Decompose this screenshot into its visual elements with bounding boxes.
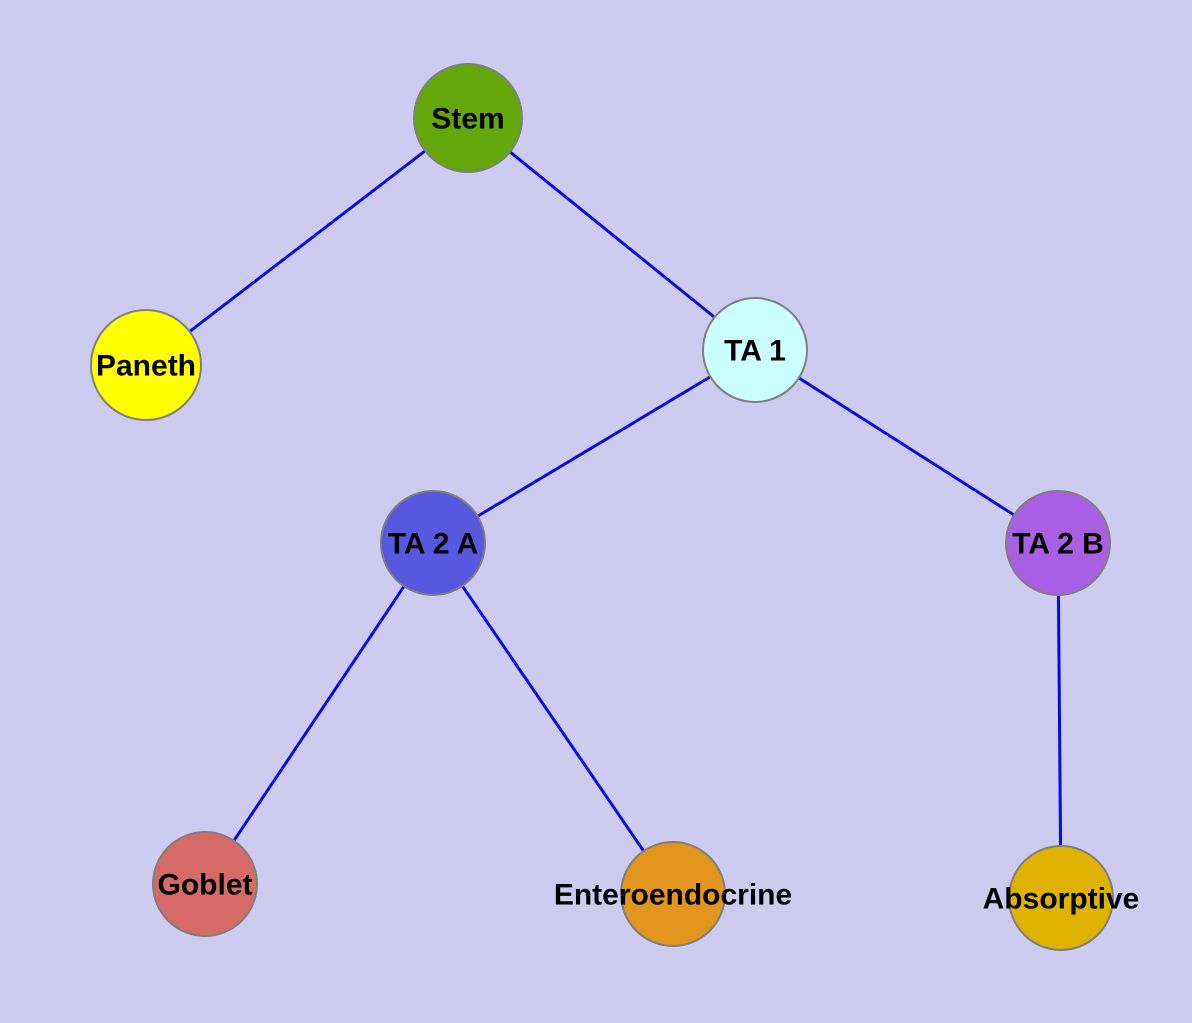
node-label-absorptive: Absorptive xyxy=(983,883,1140,916)
edges-layer xyxy=(145,116,1063,899)
node-enteroendocrine[interactable]: Enteroendocrine xyxy=(554,841,792,947)
node-stem[interactable]: Stem xyxy=(413,63,523,173)
edge-stem-ta1[interactable] xyxy=(467,116,756,352)
node-label-paneth: Paneth xyxy=(96,350,196,383)
node-label-ta1: TA 1 xyxy=(724,335,786,368)
edge-stem-paneth[interactable] xyxy=(145,116,469,367)
node-label-stem: Stem xyxy=(431,103,504,136)
node-circle-paneth[interactable] xyxy=(90,309,202,421)
node-circle-enteroendocrine[interactable] xyxy=(620,841,726,947)
node-label-enteroendocrine: Enteroendocrine xyxy=(554,879,792,912)
node-paneth[interactable]: Paneth xyxy=(90,309,202,421)
edge-ta2a-enteroendocrine[interactable] xyxy=(431,542,675,895)
node-label-ta2a: TA 2 A xyxy=(388,528,479,561)
node-circle-ta2a[interactable] xyxy=(380,490,486,596)
edge-ta1-ta2a[interactable] xyxy=(432,348,756,545)
node-ta1[interactable]: TA 1 xyxy=(702,297,808,403)
edge-ta2b-absorptive[interactable] xyxy=(1056,542,1063,899)
node-absorptive[interactable]: Absorptive xyxy=(983,845,1140,951)
edge-ta1-ta2b[interactable] xyxy=(754,348,1059,545)
node-circle-ta2b[interactable] xyxy=(1005,490,1111,596)
node-circle-ta1[interactable] xyxy=(702,297,808,403)
node-label-goblet: Goblet xyxy=(158,869,253,902)
node-ta2b[interactable]: TA 2 B xyxy=(1005,490,1111,596)
node-circle-goblet[interactable] xyxy=(152,831,258,937)
edge-ta2a-goblet[interactable] xyxy=(203,542,435,885)
node-label-ta2b: TA 2 B xyxy=(1012,528,1104,561)
node-ta2a[interactable]: TA 2 A xyxy=(380,490,486,596)
node-circle-absorptive[interactable] xyxy=(1008,845,1114,951)
node-goblet[interactable]: Goblet xyxy=(152,831,258,937)
node-circle-stem[interactable] xyxy=(413,63,523,173)
